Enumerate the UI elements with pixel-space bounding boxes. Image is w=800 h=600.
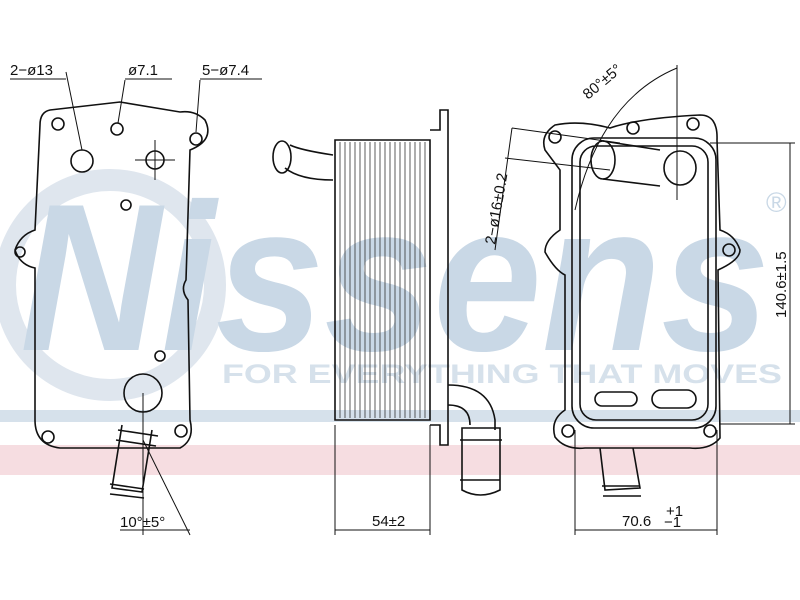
- label-angle-top: 80°±5°: [580, 61, 626, 103]
- flange-outline: [14, 101, 209, 449]
- registered-mark: ®: [766, 187, 787, 218]
- outlet-elbow: [447, 384, 496, 430]
- mount-hole: [548, 130, 562, 144]
- mount-hole: [51, 117, 65, 131]
- inlet-pipe-end: [272, 140, 292, 174]
- oval-port: [651, 389, 697, 409]
- pipe-body: [602, 140, 661, 187]
- mount-hole: [686, 117, 700, 131]
- mount-hole: [722, 243, 736, 257]
- oval-port: [594, 391, 638, 407]
- cooling-fins: [339, 142, 426, 418]
- mount-hole: [174, 424, 188, 438]
- depth-dimension: [334, 425, 431, 535]
- watermark-ring: [0, 169, 226, 401]
- diameter-dimension: [494, 127, 621, 251]
- mount-hole: [561, 424, 575, 438]
- plate-outline: [542, 114, 741, 450]
- angle-dimension: [120, 393, 191, 536]
- height-dimension: [710, 142, 795, 425]
- label-depth: 54±2: [372, 513, 405, 530]
- hole-7-1: [110, 122, 124, 136]
- plate-inner: [571, 137, 717, 429]
- plate-inner-2: [579, 145, 709, 421]
- outlet-pipe: [109, 424, 159, 499]
- width-dimension: [574, 430, 718, 535]
- mount-hole: [626, 121, 640, 135]
- mount-hole: [703, 424, 717, 438]
- side-view: 54±2: [272, 109, 502, 535]
- mount-hole: [14, 246, 26, 258]
- label-holes-large: 2−ø13: [10, 62, 53, 79]
- small-hole: [120, 199, 132, 211]
- core-outline: [334, 139, 431, 421]
- centerline: [135, 140, 175, 180]
- watermark-slogan: FOR EVERYTHING THAT MOVES: [222, 359, 782, 389]
- mount-hole: [189, 132, 203, 146]
- label-height: 140.6±1.5: [773, 251, 790, 318]
- label-width-tol-plus: +1: [666, 503, 683, 520]
- mount-hole: [41, 430, 55, 444]
- label-holes-mount: 5−ø7.4: [202, 62, 249, 79]
- label-hole-small: ø7.1: [128, 62, 158, 79]
- label-width: 70.6: [622, 513, 651, 530]
- label-width-tol-minus: −1: [664, 514, 681, 531]
- leader-lines: [65, 71, 201, 151]
- front-view: 2−ø13 ø7.1 5−ø7.4 10°±5°: [10, 62, 262, 536]
- flange-side: [430, 109, 449, 446]
- small-hole: [154, 350, 166, 362]
- angle-top-dimension: [574, 65, 678, 211]
- pipe-port: [663, 150, 697, 186]
- label-angle-bottom: 10°±5°: [120, 514, 165, 531]
- watermark-band-red: [0, 445, 800, 475]
- outlet-pipe-rear: [599, 447, 641, 497]
- outlet-pipe-side: [460, 427, 502, 496]
